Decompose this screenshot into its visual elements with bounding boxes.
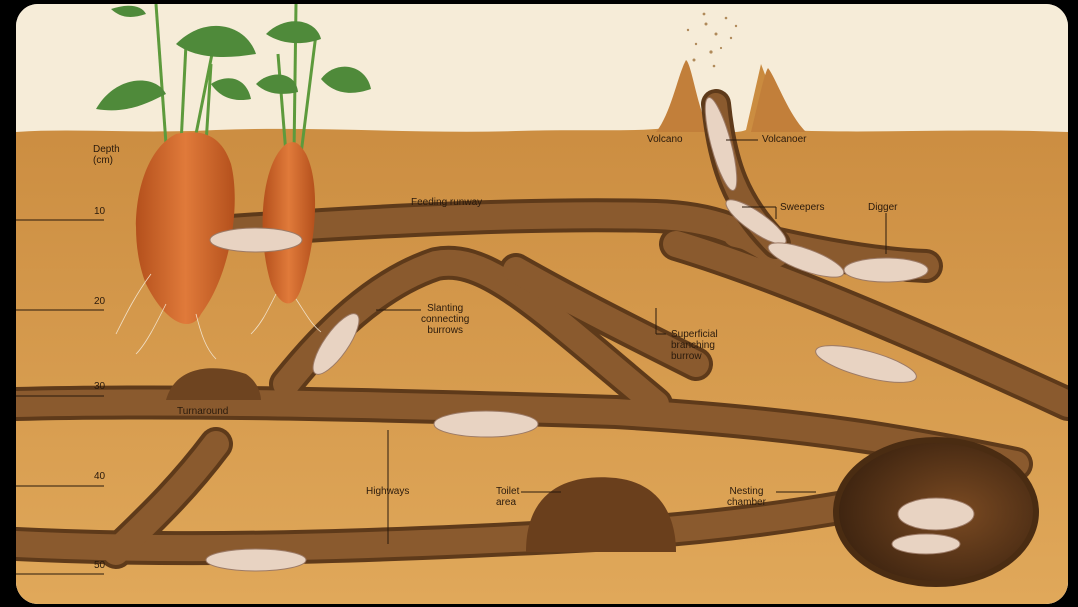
burrow-diagram: Depth (cm) 10 20 30 40 50 Feeding runway… [16,4,1068,604]
label-sweepers: Sweepers [780,202,824,213]
label-superficial-burrow: Superficial branching burrow [671,329,718,362]
label-turnaround: Turnaround [177,406,228,417]
depth-tick-30: 30 [94,381,105,392]
label-volcanoer: Volcanoer [762,134,806,145]
label-highways: Highways [366,486,409,497]
depth-tick-10: 10 [94,206,105,217]
depth-axis-title: Depth (cm) [93,144,120,166]
mole-rat-nest-1 [898,498,974,530]
mole-rat-digger [844,258,928,282]
label-nesting-chamber: Nesting chamber [727,486,766,508]
burrow-illustration [16,4,1068,604]
depth-tick-20: 20 [94,296,105,307]
mole-rat-bottom [206,549,306,571]
label-volcano: Volcano [647,134,683,145]
mole-rat-nest-2 [892,534,960,554]
depth-tick-50: 50 [94,560,105,571]
label-toilet-area: Toilet area [496,486,519,508]
label-feeding-runway: Feeding runway [411,197,482,208]
label-slanting-burrows: Slanting connecting burrows [421,303,469,336]
label-digger: Digger [868,202,897,213]
depth-tick-40: 40 [94,471,105,482]
mole-rat-feeding [210,228,302,252]
mole-rat-highway [434,411,538,437]
